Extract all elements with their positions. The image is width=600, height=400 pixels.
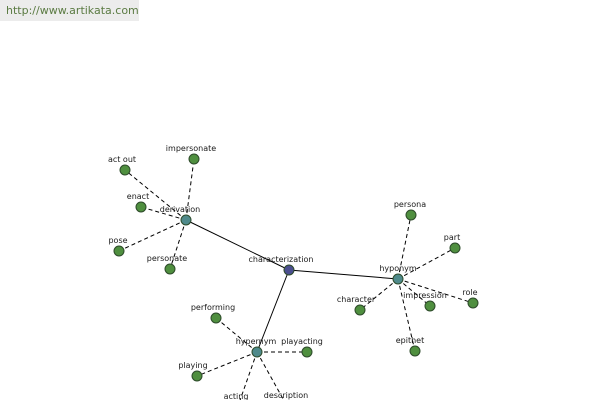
- node-pose[interactable]: [113, 245, 125, 257]
- node-enact-label[interactable]: enact: [127, 192, 149, 201]
- edge-characterization-derivation: [185, 219, 290, 271]
- node-hyponym[interactable]: [392, 273, 404, 285]
- edge-hyponym-persona: [397, 214, 412, 280]
- node-impression-label[interactable]: impression: [403, 291, 447, 300]
- node-impression[interactable]: [424, 300, 436, 312]
- node-persona[interactable]: [405, 209, 417, 221]
- edge-hyponym-epithet: [397, 278, 416, 352]
- node-personate[interactable]: [164, 263, 176, 275]
- node-character-label[interactable]: character: [337, 295, 376, 304]
- node-role-label[interactable]: role: [462, 288, 477, 297]
- node-part[interactable]: [449, 242, 461, 254]
- node-part-label[interactable]: part: [444, 233, 460, 242]
- node-playacting[interactable]: [301, 346, 313, 358]
- node-playing[interactable]: [191, 370, 203, 382]
- edge-derivation-pose: [118, 219, 187, 252]
- url-text[interactable]: http://www.artikata.com: [6, 4, 139, 17]
- node-act-out[interactable]: [119, 164, 131, 176]
- node-epithet[interactable]: [409, 345, 421, 357]
- edge-hyponym-part: [397, 247, 456, 280]
- node-act-out-label[interactable]: act out: [108, 155, 136, 164]
- node-role[interactable]: [467, 297, 479, 309]
- node-performing[interactable]: [210, 312, 222, 324]
- node-hypernym-label[interactable]: hypernym: [236, 337, 277, 346]
- node-epithet-label[interactable]: epithet: [396, 336, 425, 345]
- node-acting-label[interactable]: acting: [224, 392, 249, 400]
- edge-hypernym-description: [256, 351, 285, 400]
- edge-derivation-personate: [169, 219, 187, 270]
- node-impersonate[interactable]: [188, 153, 200, 165]
- node-derivation-label[interactable]: derivation: [160, 205, 200, 214]
- url-banner: http://www.artikata.com: [0, 0, 139, 21]
- node-persona-label[interactable]: persona: [394, 200, 426, 209]
- node-characterization-label[interactable]: characterization: [249, 255, 314, 264]
- node-hypernym[interactable]: [251, 346, 263, 358]
- edge-hypernym-playing: [196, 351, 258, 377]
- node-performing-label[interactable]: performing: [191, 303, 235, 312]
- node-playacting-label[interactable]: playacting: [281, 337, 323, 346]
- node-character[interactable]: [354, 304, 366, 316]
- edge-derivation-enact: [140, 206, 187, 221]
- node-description-label[interactable]: description: [264, 391, 308, 400]
- graph-labels: characterization derivation act out imperso…: [108, 144, 478, 400]
- node-pose-label[interactable]: pose: [108, 236, 127, 245]
- graph-edges: [118, 158, 474, 400]
- node-derivation[interactable]: [180, 214, 192, 226]
- graph-nodes: [113, 153, 479, 382]
- edge-hyponym-character: [359, 278, 399, 311]
- node-personate-label[interactable]: personate: [147, 254, 187, 263]
- node-impersonate-label[interactable]: impersonate: [166, 144, 216, 153]
- edge-hypernym-acting: [239, 351, 258, 400]
- node-playing-label[interactable]: playing: [178, 361, 207, 370]
- node-characterization[interactable]: [283, 264, 295, 276]
- edge-hypernym-performing: [215, 317, 258, 353]
- node-enact[interactable]: [135, 201, 147, 213]
- edge-characterization-hyponym: [288, 269, 399, 280]
- edge-derivation-impersonate: [185, 158, 195, 221]
- node-hyponym-label[interactable]: hyponym: [379, 264, 417, 273]
- edge-derivation-act-out: [124, 169, 187, 221]
- edge-characterization-hypernym: [256, 269, 290, 353]
- edge-hyponym-role: [397, 278, 474, 304]
